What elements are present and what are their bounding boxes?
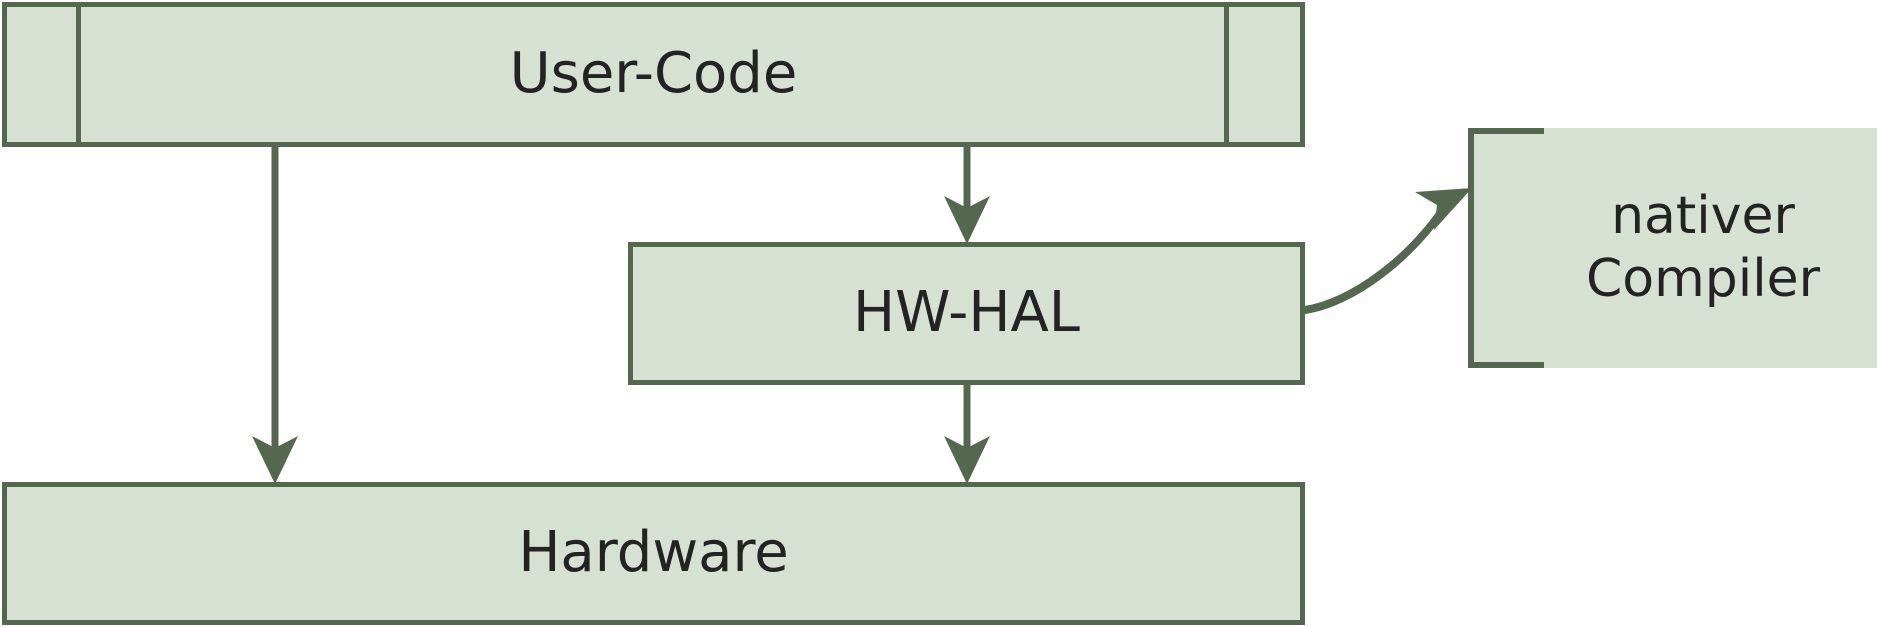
- node-user-code[interactable]: User-Code: [2, 2, 1305, 147]
- arrow-hw-hal-to-hardware: [944, 385, 990, 484]
- node-hw-hal-label: HW-HAL: [852, 280, 1081, 346]
- node-user-code-label: User-Code: [509, 41, 798, 107]
- native-compiler-top-border: [1468, 128, 1544, 134]
- native-compiler-bottom-border: [1468, 362, 1544, 368]
- user-code-left-divider: [76, 2, 81, 147]
- node-native-compiler-label: nativer Compiler: [1585, 185, 1821, 309]
- user-code-right-divider: [1224, 2, 1229, 147]
- arrow-user-code-to-hw-hal: [944, 147, 990, 244]
- arrow-user-code-to-hardware: [252, 147, 298, 484]
- node-hardware[interactable]: Hardware: [2, 482, 1305, 625]
- native-compiler-left-border: [1468, 128, 1474, 368]
- arrow-hw-hal-to-native-compiler: [1301, 188, 1472, 314]
- node-native-compiler[interactable]: nativer Compiler: [1468, 128, 1877, 368]
- node-hardware-label: Hardware: [518, 520, 789, 586]
- node-hw-hal[interactable]: HW-HAL: [628, 242, 1305, 385]
